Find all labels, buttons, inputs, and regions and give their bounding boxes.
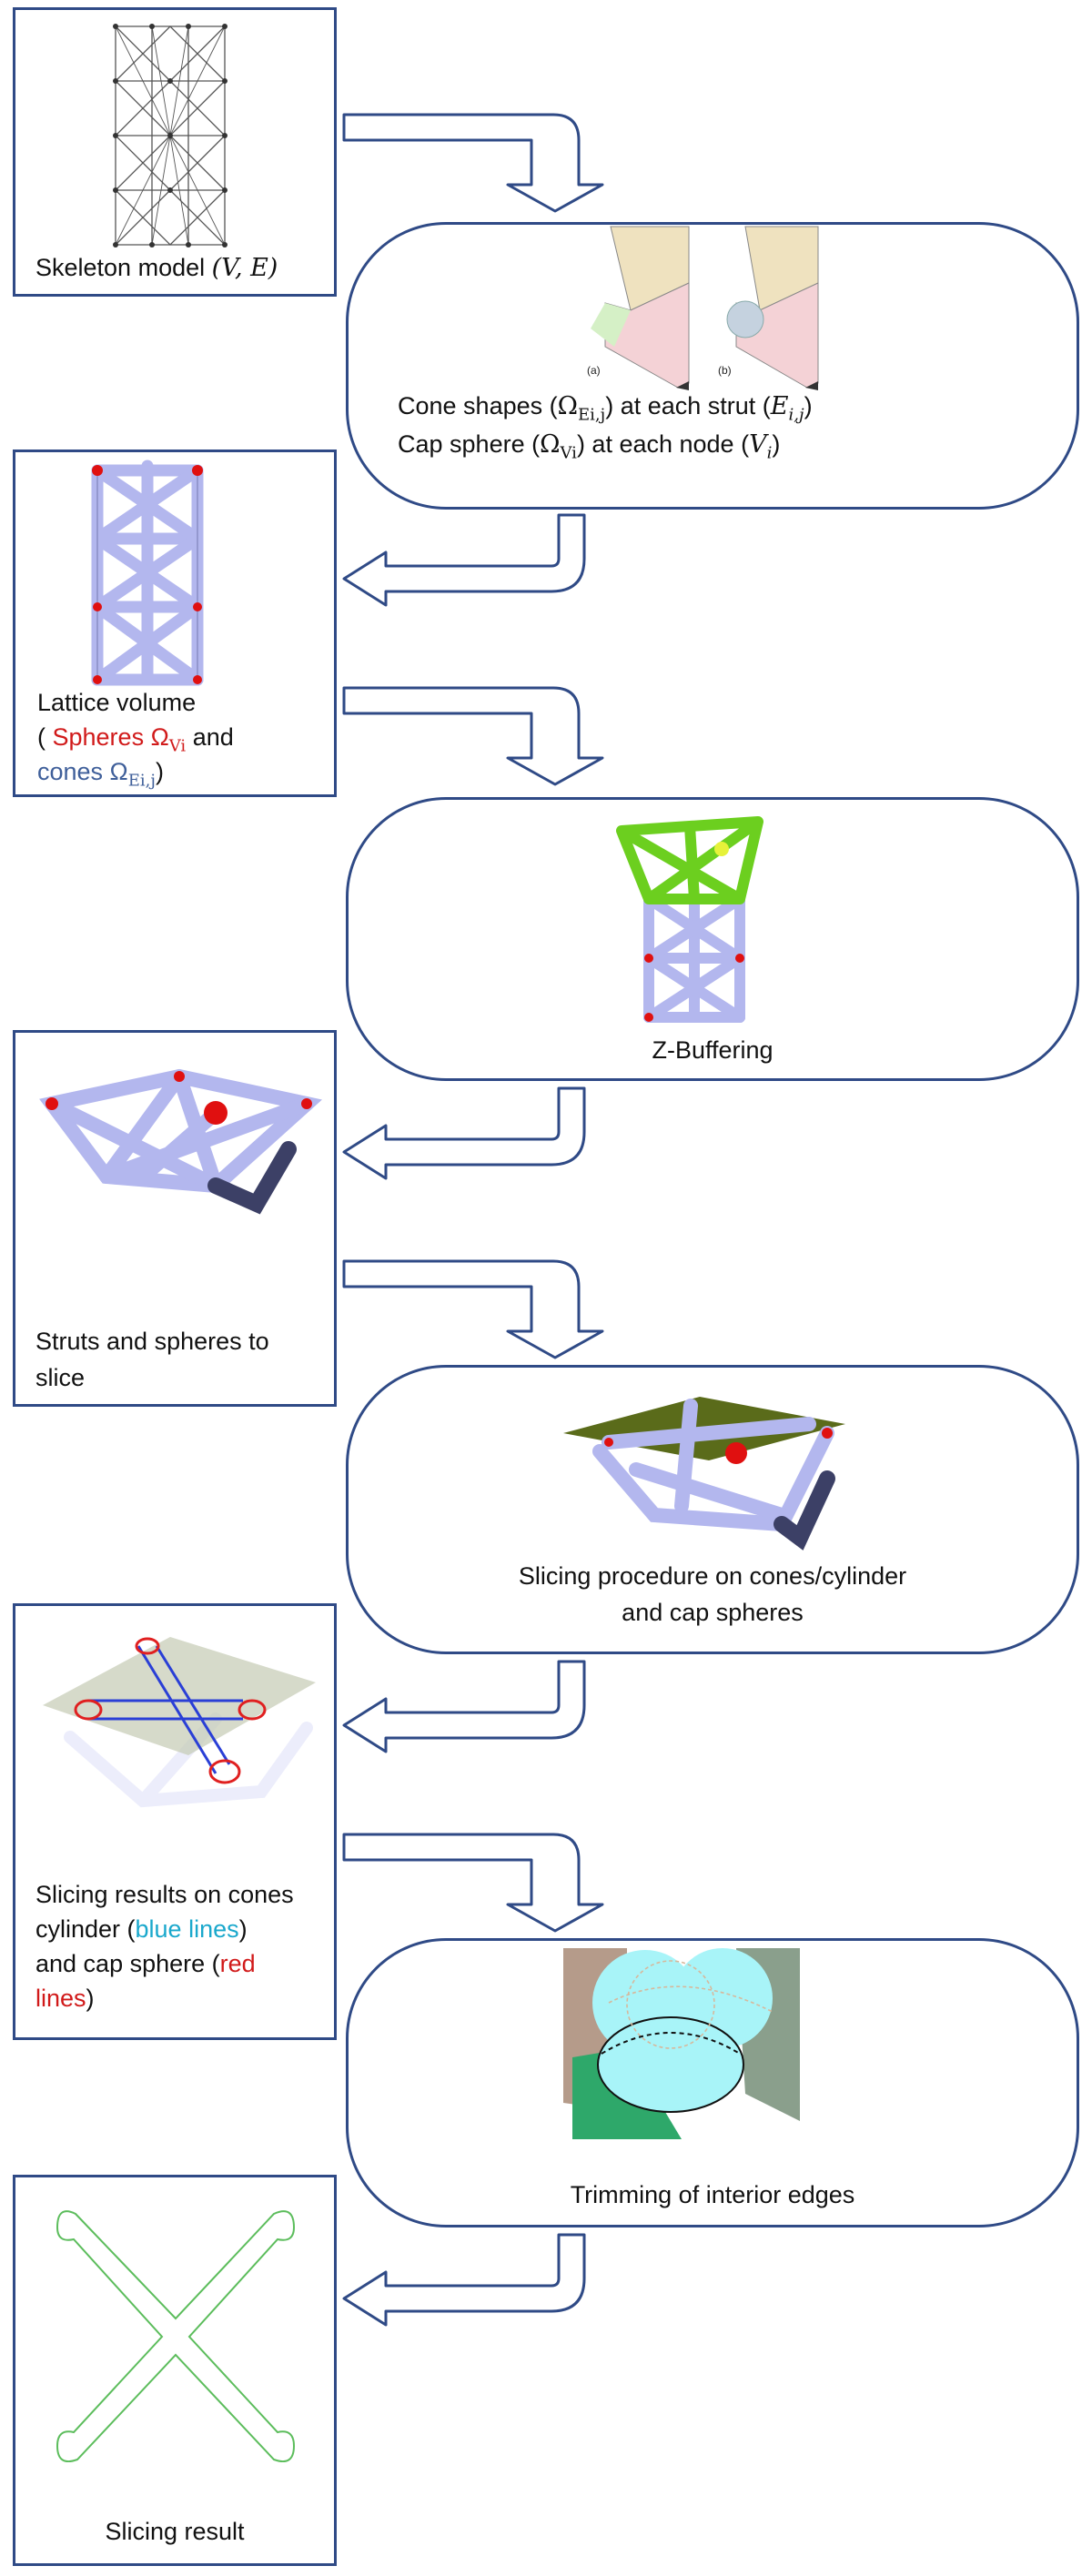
results-caption-line2: cylinder (blue lines) <box>35 1915 248 1943</box>
slicing-results-step-box: Slicing results on cones cylinder (blue … <box>13 1603 337 2040</box>
arrow-right-down-7 <box>342 1833 604 1933</box>
trimming-figure <box>563 1948 800 2139</box>
slicing-procedure-caption-line2: and cap spheres <box>622 1599 804 1626</box>
lattice-caption-line3: cones ΩEi,j) <box>37 758 164 791</box>
arrow-left-down-2 <box>342 513 586 607</box>
zbuffering-figure <box>616 816 763 1023</box>
trimming-caption: Trimming of interior edges <box>570 2181 855 2208</box>
arrow-left-down-4 <box>342 1086 586 1180</box>
cone-caption-line2: Cap sphere (ΩVi) at each node (Vi) <box>398 430 781 463</box>
trimming-step-pill: Trimming of interior edges <box>346 1938 1079 2227</box>
lattice-volume-step-box: Lattice volume ( Spheres ΩVi and cones Ω… <box>13 450 337 797</box>
slicing-result-step-box: Slicing result <box>13 2175 337 2566</box>
svg-text:(b): (b) <box>718 364 732 377</box>
lattice-caption-line1: Lattice volume <box>37 689 197 716</box>
slicing-results-figure <box>43 1637 316 1808</box>
slicing-procedure-figure <box>563 1397 845 1551</box>
zbuffering-step-pill: Z-Buffering <box>346 797 1079 1081</box>
arrow-left-down-6 <box>342 1660 586 1753</box>
slicing-result-caption: Slicing result <box>105 2518 245 2545</box>
struts-figure <box>39 1068 323 1215</box>
struts-caption-line1: Struts and spheres to <box>35 1328 269 1355</box>
struts-step-box: Struts and spheres to slice <box>13 1030 337 1407</box>
cone-shapes-step-pill: (a) (b) Cone shapes (ΩEi,j) at each stru… <box>346 222 1079 510</box>
results-caption-line3: and cap sphere (red <box>35 1950 256 1977</box>
slicing-procedure-caption-line1: Slicing procedure on cones/cylinder <box>518 1562 907 1590</box>
arrow-right-down-3 <box>342 686 604 786</box>
results-caption-line1: Slicing results on cones <box>35 1881 294 1908</box>
cone-caption-line1: Cone shapes (ΩEi,j) at each strut (Ei,j) <box>398 392 813 425</box>
slicing-result-figure <box>56 2210 296 2463</box>
slicing-procedure-step-pill: Slicing procedure on cones/cylinder and … <box>346 1365 1079 1654</box>
arrow-left-down-8 <box>342 2233 586 2327</box>
skeleton-step-box: Skeleton model (V, E) <box>13 7 337 297</box>
results-caption-line4: lines) <box>35 1985 95 2012</box>
struts-caption-line2: slice <box>35 1364 86 1391</box>
svg-text:(a): (a) <box>587 364 601 377</box>
cone-joint-illustration-b: (b) <box>718 226 819 390</box>
lattice-volume-figure <box>91 460 204 686</box>
cone-joint-illustration-a: (a) <box>587 226 690 390</box>
arrow-right-down-5 <box>342 1259 604 1359</box>
lattice-caption-line2: ( Spheres ΩVi and <box>37 723 234 756</box>
skeleton-lattice-figure <box>113 24 228 247</box>
zbuffering-caption: Z-Buffering <box>652 1036 774 1064</box>
skeleton-caption: Skeleton model (V, E) <box>35 254 278 282</box>
arrow-right-down-1 <box>342 113 604 213</box>
